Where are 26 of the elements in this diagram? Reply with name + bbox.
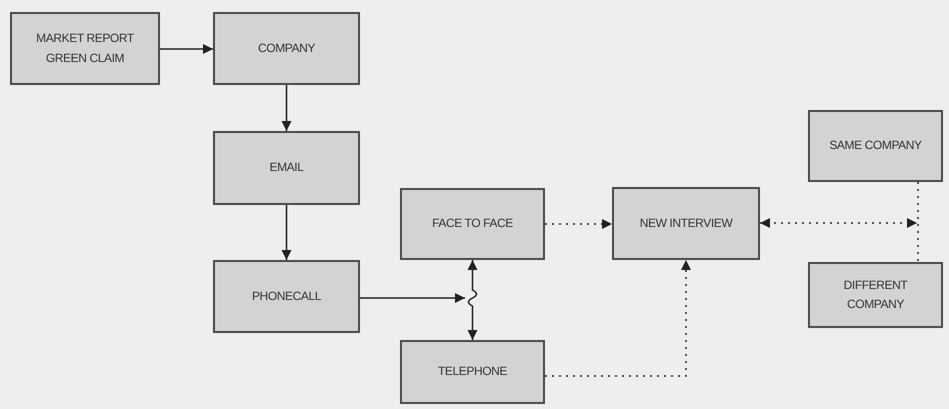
process-box — [808, 110, 943, 182]
process-box — [808, 262, 943, 328]
process-box — [400, 188, 545, 260]
arrow — [282, 205, 292, 260]
box-label: TELEPHONE — [438, 363, 508, 380]
process-box — [213, 12, 360, 85]
dotted-arrow — [545, 260, 691, 377]
arrow — [282, 85, 292, 131]
process-box — [400, 340, 545, 404]
process-box — [213, 131, 360, 205]
process-box — [10, 12, 160, 85]
box-label: NEW INTERVIEW — [640, 214, 732, 232]
arrow — [360, 293, 465, 303]
box-label: DIFFERENT COMPANY — [842, 276, 908, 313]
dotted-arrow — [545, 219, 612, 229]
dotted-arrow — [760, 218, 917, 228]
box-label: EMAIL — [269, 159, 304, 176]
process-box — [612, 187, 760, 260]
box-label: FACE TO FACE — [432, 215, 513, 232]
box-label: PHONECALL — [252, 288, 322, 305]
arrow — [468, 260, 478, 340]
process-box — [213, 260, 360, 333]
box-label: SAME COMPANY — [829, 137, 922, 154]
box-label: MARKET REPORT GREEN CLAIM — [35, 30, 135, 66]
arrow — [160, 44, 213, 54]
box-label: COMPANY — [258, 40, 315, 57]
